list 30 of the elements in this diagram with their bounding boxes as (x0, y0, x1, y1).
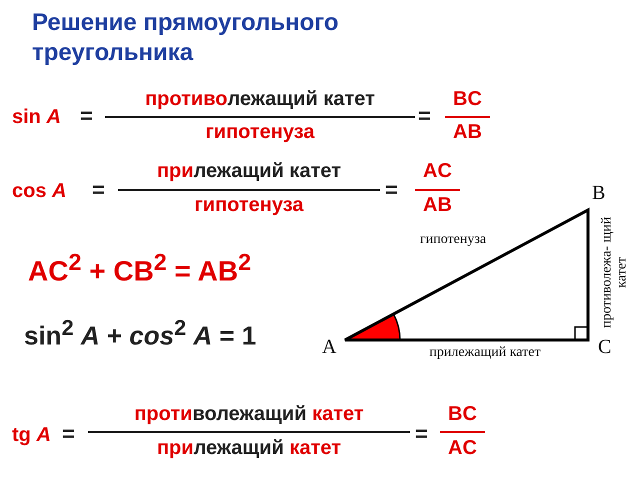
formula-term: cos A (12, 180, 66, 202)
formula-term: tg A (12, 424, 51, 446)
equals-sign: = (62, 422, 75, 446)
side-label: прилежащий катет (428, 345, 542, 360)
denominator-text: AB (422, 194, 453, 216)
denominator-text: AC (447, 437, 478, 459)
numerator-text: BC (447, 403, 478, 425)
denominator-text: гипотенуза (193, 194, 305, 216)
equals-sign: = (80, 104, 93, 128)
equals-sign: = (92, 178, 105, 202)
numerator-text: прилежащий катет (156, 160, 342, 182)
vertex-label: C (598, 336, 612, 358)
numerator-text: противолежащий катет (133, 403, 365, 425)
equals-sign: = (415, 422, 428, 446)
formula-term: sin A (12, 106, 61, 128)
numerator-text: AC (422, 160, 453, 182)
equals-sign: = (418, 104, 431, 128)
vertex-label: A (322, 336, 336, 358)
side-label: противолежа- щий катет (600, 216, 630, 330)
denominator-text: AB (452, 121, 483, 143)
denominator-text: прилежащий катет (156, 437, 342, 459)
numerator-text: противолежащий катет (144, 88, 376, 110)
numerator-text: BC (452, 88, 483, 110)
equals-sign: = (385, 178, 398, 202)
pythagorean-formula: AC$^{2}$ + CB$^{2}$ = AB$^{2}$ (28, 250, 252, 288)
denominator-text: гипотенуза (204, 121, 316, 143)
slide-title: Решение прямоугольного треугольника (32, 8, 340, 68)
vertex-label: B (592, 182, 606, 204)
side-label: гипотенуза (420, 232, 486, 248)
identity-formula: sin$^{2}$ A + cos$^{2}$ A = 1 (24, 316, 256, 350)
